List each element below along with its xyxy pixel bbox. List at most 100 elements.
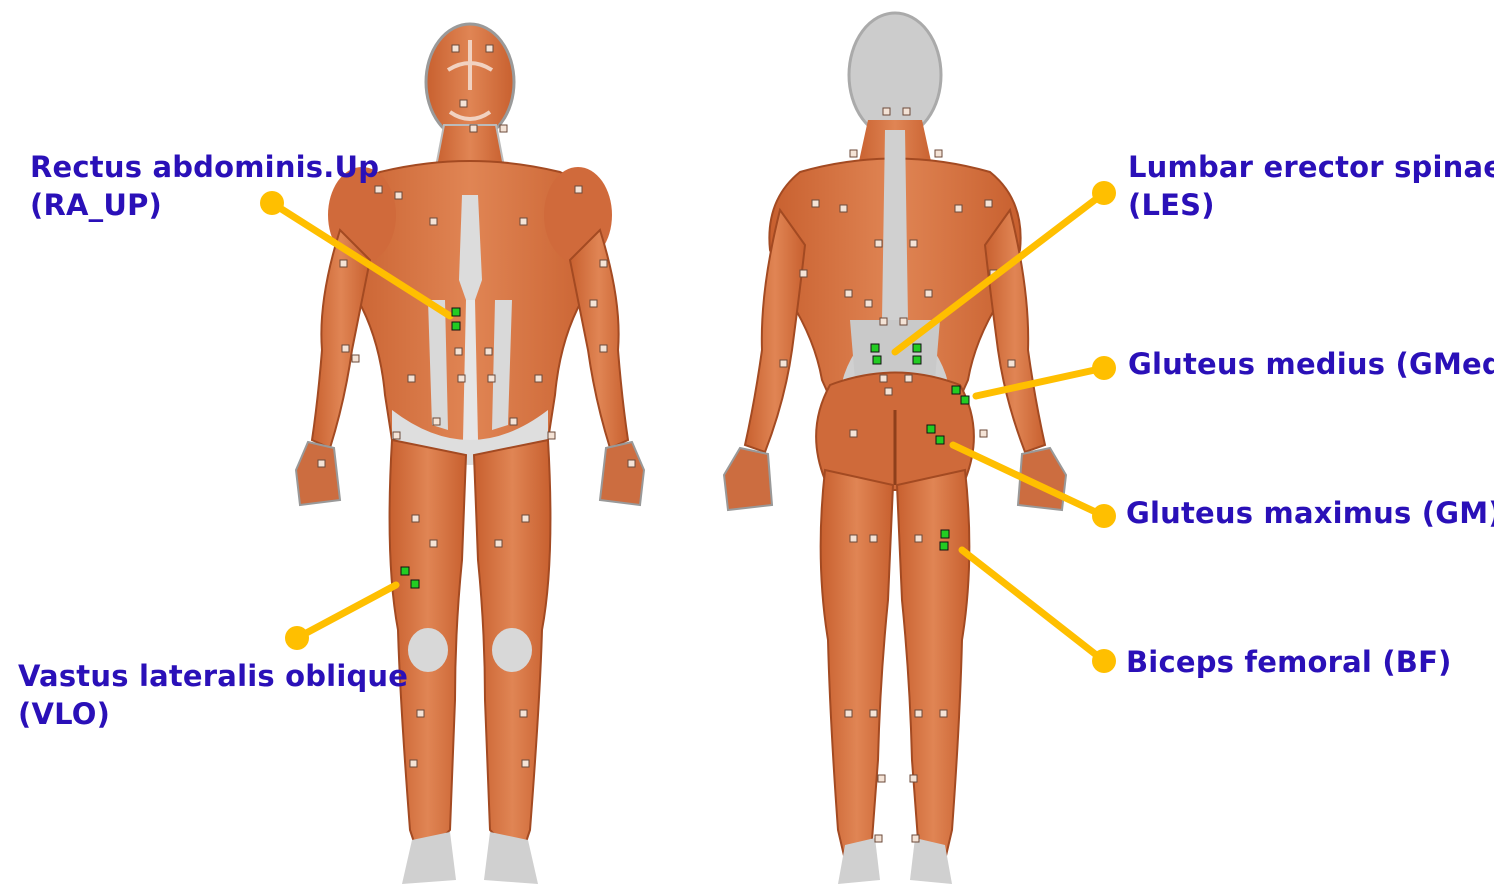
inactive-electrode <box>600 260 607 267</box>
leader-dot-bf <box>1092 649 1116 673</box>
inactive-electrode <box>880 318 887 325</box>
inactive-electrode <box>905 375 912 382</box>
back-leg-right <box>897 470 969 860</box>
back-leg-left <box>821 470 893 860</box>
front-arm-right <box>570 230 628 448</box>
inactive-electrode <box>410 760 417 767</box>
front-foot-right <box>484 832 538 884</box>
inactive-electrode <box>520 218 527 225</box>
inactive-electrode <box>912 835 919 842</box>
electrode-gm-1 <box>927 425 935 433</box>
inactive-electrode <box>915 535 922 542</box>
leader-dot-gm <box>1092 504 1116 528</box>
inactive-electrode <box>870 710 877 717</box>
label-gluteus-medius: Gluteus medius (GMed) <box>1128 345 1494 383</box>
inactive-electrode <box>985 200 992 207</box>
inactive-electrode <box>875 240 882 247</box>
electrode-ra-up-1 <box>452 308 460 316</box>
label-biceps-femoral-name: Biceps femoral (BF) <box>1126 643 1452 681</box>
leader-dot-gmed <box>1092 356 1116 380</box>
electrode-vlo-1 <box>401 567 409 575</box>
inactive-electrode <box>870 535 877 542</box>
inactive-electrode <box>812 200 819 207</box>
inactive-electrode <box>452 45 459 52</box>
label-vastus-lateralis-oblique-name: Vastus lateralis oblique <box>18 657 408 695</box>
inactive-electrode <box>910 775 917 782</box>
inactive-electrode <box>430 218 437 225</box>
label-lumbar-erector-spinae: Lumbar erector spinae (LES) <box>1128 148 1494 224</box>
inactive-electrode <box>850 430 857 437</box>
leader-dot-vlo <box>285 626 309 650</box>
inactive-electrode <box>628 460 635 467</box>
front-hand-left <box>296 442 340 505</box>
inactive-electrode <box>548 432 555 439</box>
inactive-electrode <box>850 535 857 542</box>
inactive-electrode <box>883 108 890 115</box>
electrode-bf-2 <box>940 542 948 550</box>
front-knee-left <box>408 628 448 672</box>
back-head <box>849 13 941 137</box>
electrode-les-1 <box>871 344 879 352</box>
inactive-electrode <box>915 710 922 717</box>
inactive-electrode <box>340 260 347 267</box>
inactive-electrode <box>955 205 962 212</box>
inactive-electrode <box>535 375 542 382</box>
leader-line-bf <box>962 550 1104 661</box>
inactive-electrode <box>500 125 507 132</box>
label-gluteus-maximus-name: Gluteus maximus (GM) <box>1126 494 1494 532</box>
back-body-figure <box>724 13 1066 884</box>
inactive-electrode <box>455 348 462 355</box>
inactive-electrode <box>318 460 325 467</box>
inactive-electrode <box>412 515 419 522</box>
inactive-electrode <box>935 150 942 157</box>
inactive-electrode <box>522 760 529 767</box>
label-rectus-abdominis-up-name: Rectus abdominis.Up <box>30 148 379 186</box>
electrode-vlo-2 <box>411 580 419 588</box>
label-vastus-lateralis-oblique: Vastus lateralis oblique (VLO) <box>18 657 408 733</box>
label-rectus-abdominis-up-abbr: (RA_UP) <box>30 186 379 224</box>
electrode-gm-2 <box>936 436 944 444</box>
inactive-electrode <box>980 430 987 437</box>
electrode-les-4 <box>913 356 921 364</box>
inactive-electrode <box>850 150 857 157</box>
leader-line-gmed <box>976 368 1104 396</box>
inactive-electrode <box>395 192 402 199</box>
front-hand-right <box>600 442 644 505</box>
inactive-electrode <box>875 835 882 842</box>
inactive-electrode <box>910 240 917 247</box>
electrode-bf-1 <box>941 530 949 538</box>
inactive-electrode <box>520 710 527 717</box>
inactive-electrode <box>470 125 477 132</box>
label-gluteus-maximus: Gluteus maximus (GM) <box>1126 494 1494 532</box>
inactive-electrode <box>800 270 807 277</box>
inactive-electrode <box>865 300 872 307</box>
label-lumbar-erector-spinae-name: Lumbar erector spinae <box>1128 148 1494 186</box>
electrode-ra-up-2 <box>452 322 460 330</box>
inactive-electrode <box>780 360 787 367</box>
inactive-electrode <box>885 388 892 395</box>
label-lumbar-erector-spinae-abbr: (LES) <box>1128 186 1494 224</box>
inactive-electrode <box>1008 360 1015 367</box>
inactive-electrode <box>460 100 467 107</box>
front-foot-left <box>402 832 456 884</box>
front-knee-right <box>492 628 532 672</box>
inactive-electrode <box>417 710 424 717</box>
label-vastus-lateralis-oblique-abbr: (VLO) <box>18 695 408 733</box>
inactive-electrode <box>433 418 440 425</box>
inactive-electrode <box>458 375 465 382</box>
inactive-electrode <box>900 318 907 325</box>
inactive-electrode <box>590 300 597 307</box>
inactive-electrode <box>575 186 582 193</box>
inactive-electrode <box>352 355 359 362</box>
inactive-electrode <box>488 375 495 382</box>
inactive-electrode <box>845 290 852 297</box>
inactive-electrode <box>600 345 607 352</box>
inactive-electrode <box>925 290 932 297</box>
label-gluteus-medius-name: Gluteus medius (GMed) <box>1128 345 1494 383</box>
inactive-electrode <box>940 710 947 717</box>
inactive-electrode <box>486 45 493 52</box>
inactive-electrode <box>840 205 847 212</box>
electrode-gmed-1 <box>952 386 960 394</box>
